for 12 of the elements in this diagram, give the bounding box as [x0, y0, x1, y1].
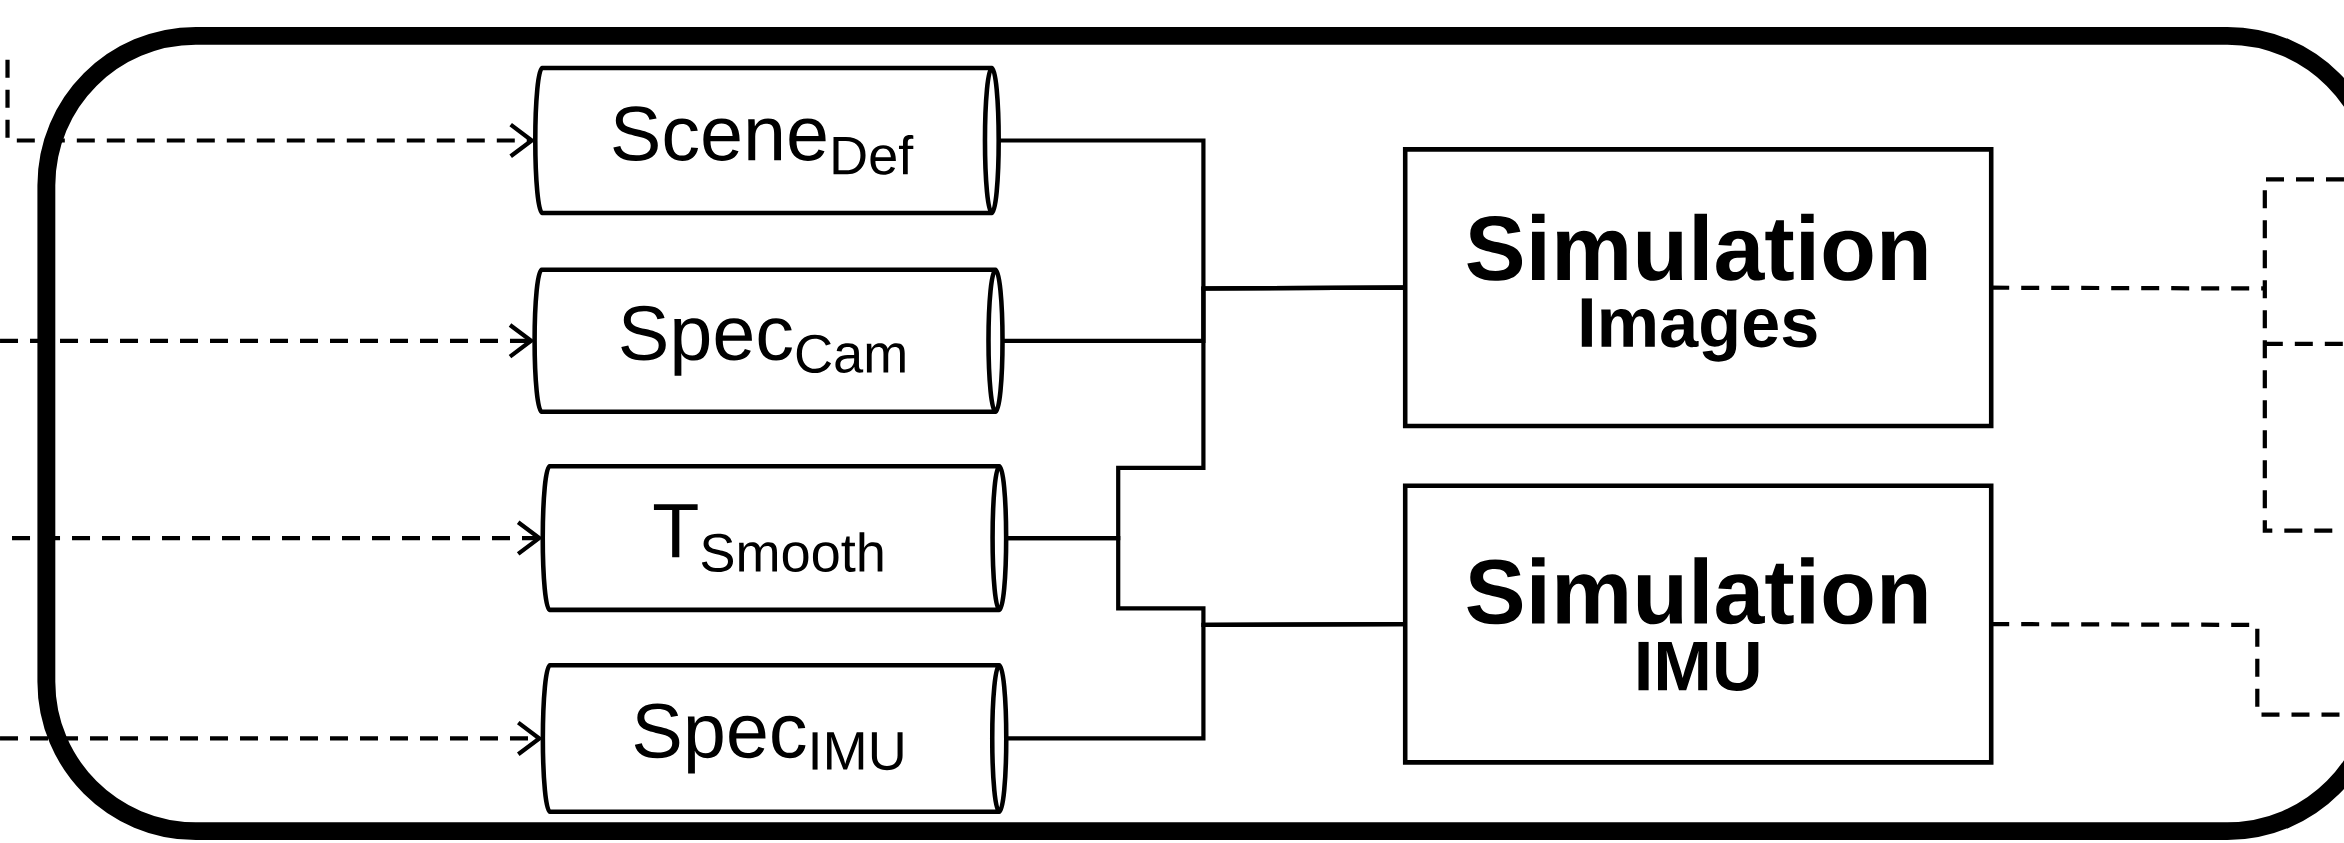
dashed-arrow: [12, 520, 543, 556]
data-cylinder: Spec$_{IMU}$: [540, 662, 1009, 814]
connector-line: [1006, 622, 1406, 741]
data-cylinder: Spec$_{Cam}$: [532, 267, 1005, 415]
process-box: Simulation Images: [1402, 147, 1994, 429]
data-cylinder: Scene$_{Def}$: [533, 65, 1001, 216]
dashed-arrow: [0, 323, 535, 359]
process-box: Simulation IMU: [1402, 483, 1994, 765]
dashed-arrow: [0, 721, 543, 756]
data-cylinder: T$_{Smooth}$: [540, 464, 1009, 613]
rounded-frame: [37, 26, 2344, 841]
dashed-arrow: [5, 59, 536, 158]
